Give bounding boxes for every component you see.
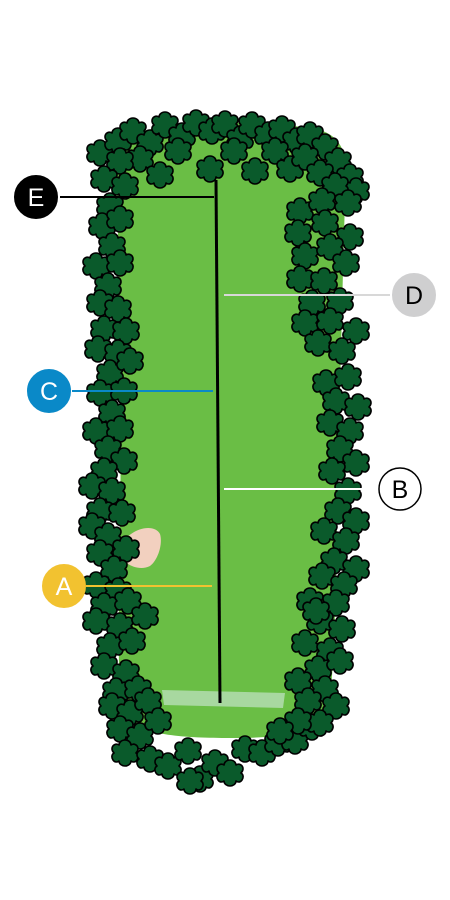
tree-icon — [302, 597, 330, 625]
tree-icon — [108, 499, 136, 527]
tree-icon — [116, 347, 144, 375]
tree-icon — [82, 607, 110, 635]
tree-icon — [342, 449, 370, 477]
center-line — [214, 179, 222, 704]
marker-a-label: A — [56, 573, 73, 601]
tree-icon — [164, 137, 192, 165]
tree-icon — [291, 242, 319, 270]
tree-icon — [106, 205, 134, 233]
tree-icon — [196, 155, 224, 183]
tree-icon — [332, 249, 360, 277]
tree-icon — [111, 739, 139, 767]
tree-icon — [146, 161, 174, 189]
marker-a: A — [42, 564, 86, 608]
tree-icon — [131, 602, 159, 630]
tree-icon — [334, 189, 362, 217]
marker-d: D — [392, 273, 436, 317]
tree-icon — [291, 629, 319, 657]
tree-icon — [220, 137, 248, 165]
tree-icon — [304, 329, 332, 357]
tree-icon — [284, 219, 312, 247]
tree-icon — [334, 363, 362, 391]
tree-icon — [311, 209, 339, 237]
tree-icon — [326, 647, 354, 675]
tree-icon — [144, 707, 172, 735]
tree-icon — [106, 249, 134, 277]
tree-icon — [216, 759, 244, 787]
tree-icon — [118, 627, 146, 655]
tree-icon — [344, 393, 372, 421]
tree-icon — [241, 157, 269, 185]
marker-e-label: E — [28, 184, 45, 212]
marker-c: C — [27, 369, 71, 413]
tree-icon — [266, 717, 294, 745]
tee-box — [162, 690, 285, 708]
marker-b: B — [378, 467, 422, 511]
tree-icon — [286, 265, 314, 293]
marker-d-label: D — [405, 282, 423, 310]
tree-icon — [174, 737, 202, 765]
marker-c-label: C — [40, 378, 58, 406]
tree-icon — [310, 517, 338, 545]
tree-icon — [318, 457, 346, 485]
marker-e: E — [14, 175, 58, 219]
tree-icon — [328, 337, 356, 365]
marker-b-label: B — [392, 476, 409, 504]
tree-icon — [176, 767, 204, 795]
tree-icon — [308, 562, 336, 590]
